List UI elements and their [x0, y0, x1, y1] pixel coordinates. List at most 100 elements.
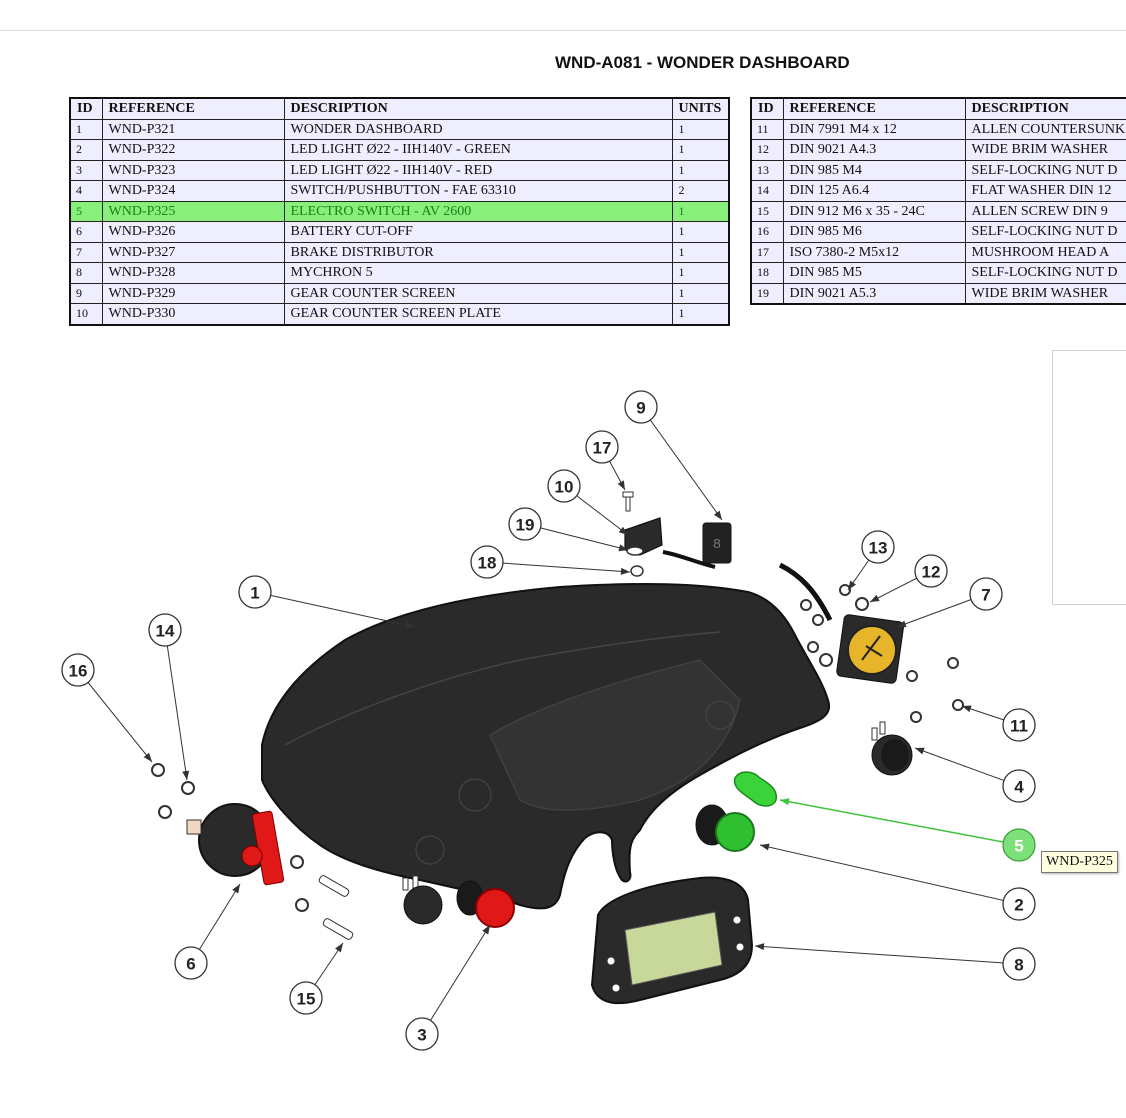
- gear-counter-plate[interactable]: [624, 517, 663, 556]
- screws-15-group[interactable]: [318, 875, 354, 941]
- part-tooltip: WND-P325: [1041, 851, 1118, 873]
- screws-11-group[interactable]: [906, 657, 964, 723]
- callout-19[interactable]: 19: [508, 507, 542, 541]
- cell-id: 13: [750, 159, 784, 181]
- cell-id: 7: [69, 241, 103, 263]
- cell-reference: DIN 9021 A4.3: [782, 139, 966, 161]
- cell-description: BATTERY CUT-OFF: [283, 221, 673, 243]
- callout-9[interactable]: 9: [624, 390, 658, 424]
- cell-description: SWITCH/PUSHBUTTON - FAE 63310: [283, 180, 673, 202]
- callout-6[interactable]: 6: [174, 946, 208, 980]
- battery-cutoff-6[interactable]: [186, 803, 285, 886]
- dashboard-hole: [415, 835, 445, 865]
- callout-10[interactable]: 10: [547, 469, 581, 503]
- cell-description: MYCHRON 5: [283, 262, 673, 284]
- leader-arrow-5: [780, 798, 790, 806]
- leader-line-4: [914, 747, 1020, 787]
- callout-8[interactable]: 8: [1002, 947, 1036, 981]
- cell-units: 1: [671, 262, 730, 284]
- electro-switch-5[interactable]: [733, 771, 778, 807]
- callout-5[interactable]: 5: [1002, 828, 1036, 862]
- callout-label: 17: [593, 439, 612, 458]
- header-description: DESCRIPTION: [283, 97, 673, 120]
- callout-16[interactable]: 16: [61, 653, 95, 687]
- header-reference: REFERENCE: [101, 97, 285, 120]
- cell-reference: WND-P321: [101, 118, 285, 140]
- callout-12[interactable]: 12: [914, 554, 948, 588]
- washers-14-16-group[interactable]: [151, 763, 309, 912]
- cell-id: 4: [69, 180, 103, 202]
- callout-label: 11: [1010, 717, 1028, 736]
- cell-units: 1: [671, 241, 730, 263]
- washer-19[interactable]: [626, 546, 644, 556]
- leader-line-8: [754, 945, 1020, 965]
- callout-17[interactable]: 17: [585, 430, 619, 464]
- cell-units: 1: [671, 159, 730, 181]
- screw-17[interactable]: [622, 491, 634, 498]
- leader-arrow-8: [755, 943, 765, 951]
- nuts-13-group[interactable]: [800, 584, 869, 667]
- header-id: ID: [750, 97, 784, 120]
- callout-4[interactable]: 4: [1002, 769, 1036, 803]
- table-header-row: ID REFERENCE DESCRIPTION: [750, 97, 1126, 120]
- header-units: UNITS: [671, 97, 730, 120]
- screen-cable: [662, 550, 716, 569]
- pushbutton-4[interactable]: [871, 721, 913, 776]
- cell-id: 19: [750, 282, 784, 305]
- cell-reference: WND-P330: [101, 303, 285, 325]
- cell-description: FLAT WASHER DIN 12: [964, 180, 1126, 202]
- leader-arrow-4: [915, 747, 925, 755]
- callout-1[interactable]: 1: [238, 575, 272, 609]
- callout-14[interactable]: 14: [148, 613, 182, 647]
- led-red-3[interactable]: [456, 880, 515, 928]
- cell-units: 1: [671, 200, 730, 222]
- nut-18[interactable]: [630, 565, 644, 577]
- gear-counter-screen[interactable]: [702, 522, 732, 564]
- cell-reference: WND-P329: [101, 282, 285, 304]
- pushbutton-4b[interactable]: [402, 875, 443, 925]
- callout-11[interactable]: 11: [1002, 708, 1036, 742]
- callout-7[interactable]: 7: [969, 577, 1003, 611]
- cell-id: 18: [750, 262, 784, 284]
- leader-arrow-2: [760, 843, 770, 851]
- callout-label: 9: [636, 399, 645, 418]
- cell-id: 3: [69, 159, 103, 181]
- cell-reference: WND-P328: [101, 262, 285, 284]
- led-green-2[interactable]: [695, 804, 755, 852]
- mychron-5[interactable]: [590, 876, 754, 1005]
- callout-2[interactable]: 2: [1002, 887, 1036, 921]
- cell-id: 14: [750, 180, 784, 202]
- callout-13[interactable]: 13: [861, 530, 895, 564]
- callout-3[interactable]: 3: [405, 1017, 439, 1051]
- cell-description: GEAR COUNTER SCREEN: [283, 282, 673, 304]
- cell-reference: DIN 125 A6.4: [782, 180, 966, 202]
- cell-reference: WND-P323: [101, 159, 285, 181]
- callout-18[interactable]: 18: [470, 545, 504, 579]
- leader-line-18: [486, 561, 631, 573]
- callout-15[interactable]: 15: [289, 981, 323, 1015]
- cell-reference: WND-P322: [101, 139, 285, 161]
- leader-arrow-19: [618, 544, 628, 552]
- cell-description: ELECTRO SWITCH - AV 2600: [283, 200, 673, 222]
- callout-label: 16: [69, 662, 88, 681]
